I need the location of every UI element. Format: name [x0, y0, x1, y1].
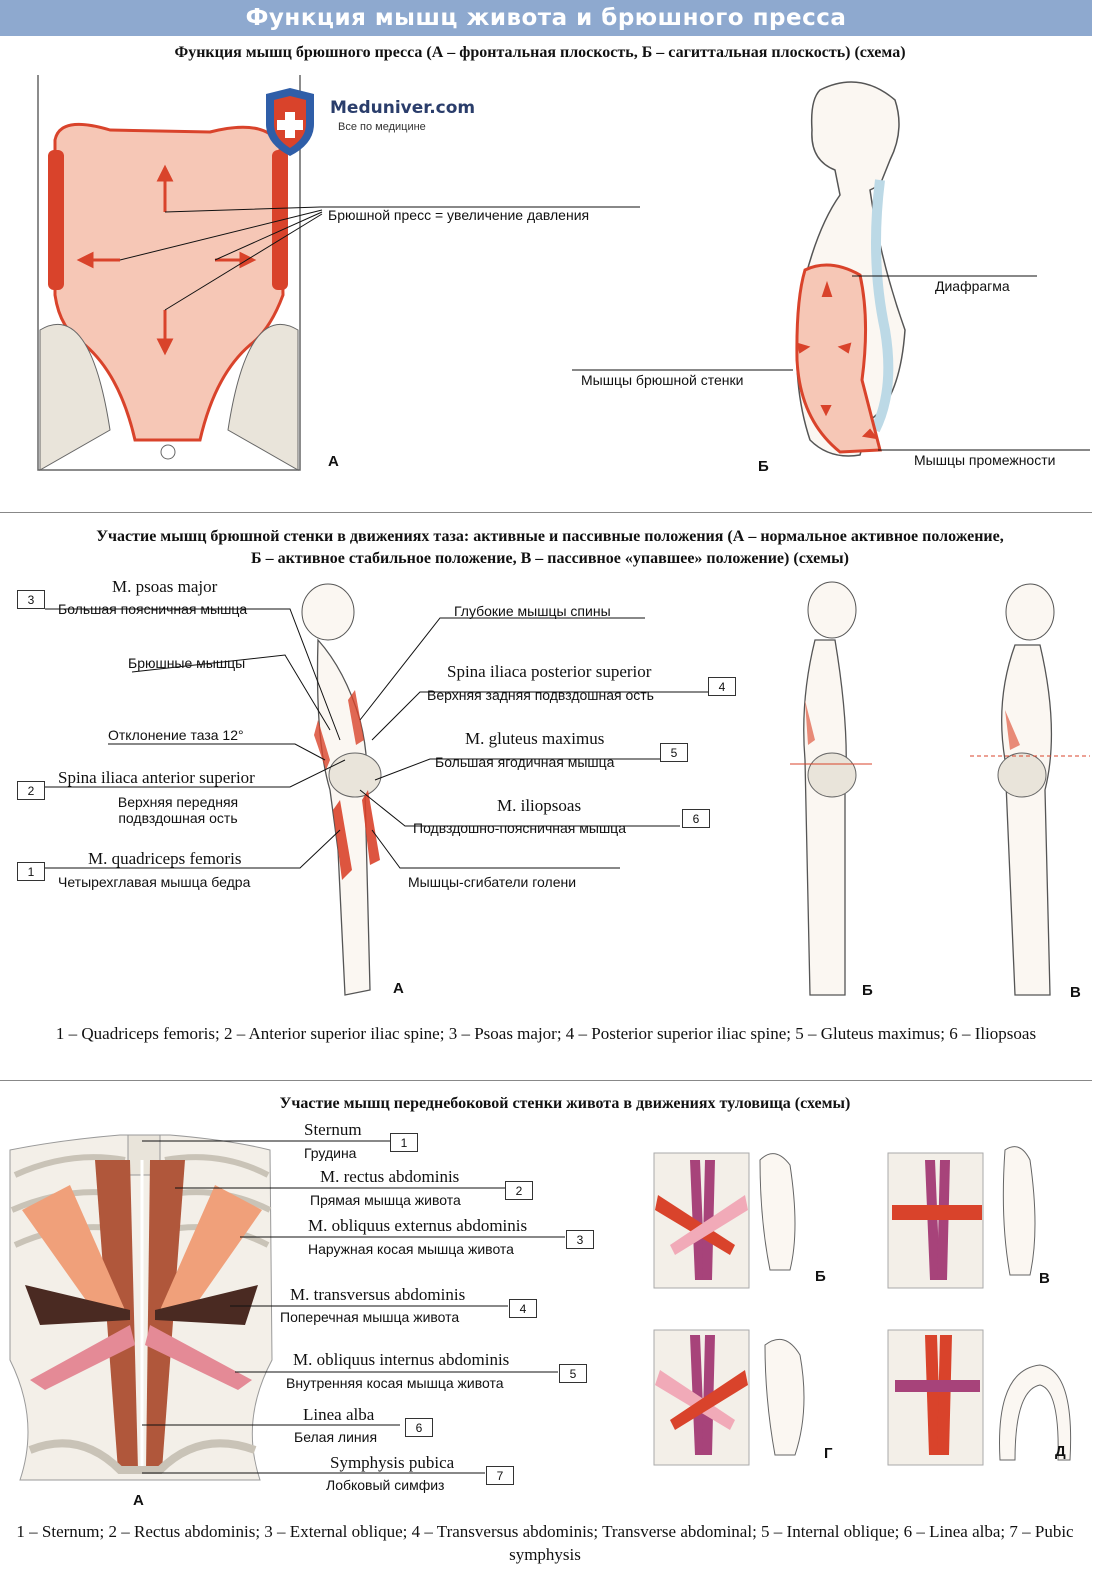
sagittal-body-figure: [572, 81, 1090, 457]
panel-label-a: А: [328, 453, 339, 470]
num-badge: 6: [405, 1418, 433, 1437]
page-title: Функция мышц живота и брюшного пресса: [245, 5, 847, 31]
ru-spina-posterior: Верхняя задняя подвздошная ость: [427, 687, 654, 703]
num-badge: 3: [566, 1230, 594, 1249]
torso-muscles-figure: [9, 1134, 273, 1481]
latin-symphysis: Symphysis pubica: [330, 1453, 455, 1472]
num-badge: 2: [17, 781, 45, 800]
panel-label-e: Д: [1055, 1443, 1066, 1460]
ru-transversus: Поперечная мышца живота: [280, 1309, 460, 1325]
num-badge: 1: [390, 1133, 418, 1152]
logo-name: Meduniver.com: [330, 98, 476, 118]
num-badge: 5: [559, 1364, 587, 1383]
panel-label-a: А: [393, 980, 404, 997]
divider: [0, 1080, 1092, 1081]
num-badge: 4: [708, 677, 736, 696]
num-badge: 3: [17, 590, 45, 609]
frontal-abdomen-figure: [37, 75, 640, 471]
ru-linea-alba: Белая линия: [294, 1429, 378, 1445]
panel-label-b: Б: [815, 1268, 826, 1285]
section3-heading: Участие мышц переднебоковой стенки живот…: [279, 1095, 851, 1112]
torso-schematic-b: [653, 1152, 796, 1289]
section2-heading-line2: Б – активное стабильное положение, В – п…: [250, 550, 849, 567]
ru-psoas-major: Большая поясничная мышца: [58, 601, 248, 617]
latin-rectus: M. rectus abdominis: [320, 1167, 460, 1186]
ru-symphysis: Лобковый симфиз: [326, 1477, 445, 1493]
label-pelvis-tilt: Отклонение таза 12°: [108, 727, 244, 743]
ru-rectus: Прямая мышца живота: [310, 1192, 461, 1208]
panel-label-c: В: [1070, 984, 1081, 1001]
label-abdominal-wall: Мышцы брюшной стенки: [581, 372, 744, 388]
label-perineum: Мышцы промежности: [914, 452, 1056, 468]
latin-iliopsoas: M. iliopsoas: [497, 796, 582, 815]
section2-heading-line1: Участие мышц брюшной стенки в движениях …: [96, 528, 1004, 545]
posture-figure-c: [970, 583, 1090, 996]
section2-caption: 1 – Quadriceps femoris; 2 – Anterior sup…: [55, 1024, 1037, 1043]
latin-obliquus-internus: M. obliquus internus abdominis: [293, 1350, 510, 1369]
num-badge: 5: [660, 743, 688, 762]
panel-label-b: Б: [758, 458, 769, 475]
section3-caption: 1 – Sternum; 2 – Rectus abdominis; 3 – E…: [16, 1522, 1074, 1564]
torso-schematic-c: [887, 1146, 1036, 1289]
ru-spina-anterior: Верхняя передняя подвздошная ость: [117, 794, 239, 826]
panel-label-d: Г: [824, 1445, 833, 1462]
latin-spina-anterior: Spina iliaca anterior superior: [58, 768, 255, 787]
num-badge: 7: [486, 1466, 514, 1485]
site-logo: Meduniver.com Все по медицине: [260, 88, 475, 158]
latin-psoas-major: M. psoas major: [112, 577, 218, 596]
title-banner: Функция мышц живота и брюшного пресса: [0, 0, 1092, 36]
posture-figure-a: [301, 583, 382, 996]
ru-gluteus: Большая ягодичная мышца: [435, 754, 615, 770]
divider: [0, 512, 1092, 513]
label-diaphragm: Диафрагма: [935, 278, 1010, 294]
num-badge: 6: [682, 809, 710, 828]
label-flexors: Мышцы-сгибатели голени: [408, 874, 577, 890]
latin-obliquus-externus: M. obliquus externus abdominis: [308, 1216, 528, 1235]
num-badge: 1: [17, 862, 45, 881]
shield-logo-icon: [266, 88, 314, 156]
latin-spina-posterior: Spina iliaca posterior superior: [447, 662, 652, 681]
posture-figure-b: [790, 581, 872, 996]
latin-linea-alba: Linea alba: [303, 1405, 375, 1424]
latin-gluteus: M. gluteus maximus: [465, 729, 605, 748]
ru-quadriceps: Четырехглавая мышца бедра: [58, 874, 251, 890]
ru-iliopsoas: Подвздошно-поясничная мышца: [413, 820, 626, 836]
panel-label-a: А: [133, 1492, 144, 1509]
latin-sternum: Sternum: [304, 1120, 362, 1139]
num-badge: 2: [505, 1181, 533, 1200]
logo-tagline: Все по медицине: [338, 121, 426, 133]
label-abdominal-muscles: Брюшные мышцы: [128, 655, 246, 671]
label-deep-back: Глубокие мышцы спины: [454, 603, 611, 619]
ru-obliquus-internus: Внутренняя косая мышца живота: [286, 1375, 504, 1391]
label-press: Брюшной пресс = увеличение давления: [328, 207, 590, 223]
panel-label-c: В: [1039, 1270, 1050, 1287]
ru-obliquus-externus: Наружная косая мышца живота: [308, 1241, 514, 1257]
torso-schematic-d: [653, 1329, 805, 1466]
section2-leaders: [45, 608, 730, 869]
torso-schematic-e: [887, 1329, 1072, 1466]
num-badge: 4: [509, 1299, 537, 1318]
latin-quadriceps: M. quadriceps femoris: [88, 849, 242, 868]
section1-heading: Функция мышц брюшного пресса (А – фронта…: [174, 44, 906, 61]
panel-label-b: Б: [862, 982, 873, 999]
ru-sternum: Грудина: [304, 1145, 357, 1161]
section3-leaders: [142, 1140, 565, 1474]
latin-transversus: M. transversus abdominis: [290, 1285, 466, 1304]
